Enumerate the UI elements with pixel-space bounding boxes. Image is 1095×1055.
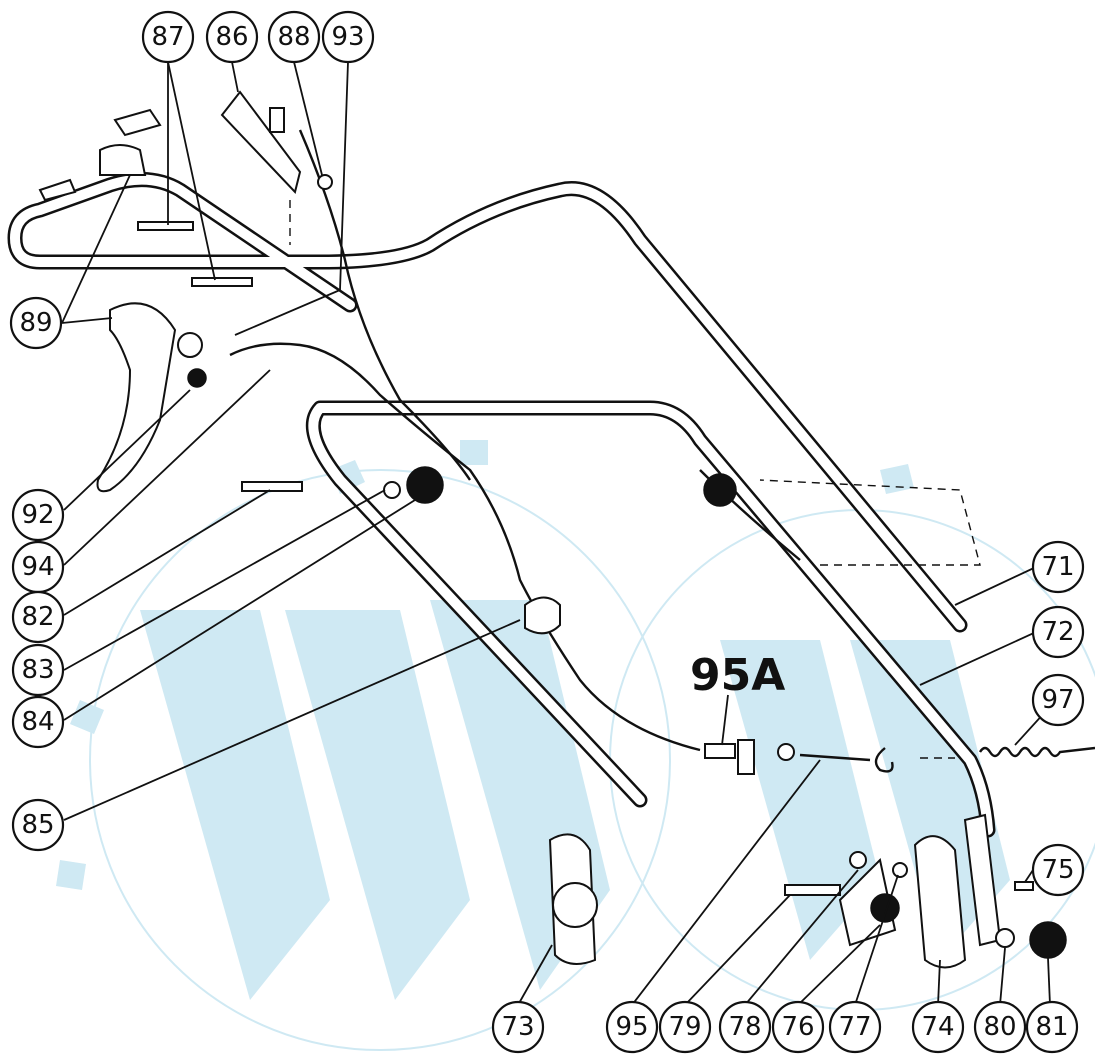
callout-92-label: 92: [21, 500, 54, 530]
callout-83: 83: [11, 643, 65, 697]
washer-80: [995, 928, 1015, 948]
washer-82: [383, 481, 401, 499]
callout-75-label: 75: [1041, 855, 1074, 885]
callout-94-label: 94: [21, 552, 54, 582]
callout-83-label: 83: [21, 655, 54, 685]
bracket-86: [220, 90, 302, 195]
knob-81: [1029, 921, 1067, 959]
callout-94: 94: [11, 540, 65, 594]
cables: [229, 129, 981, 773]
bolt-79: [784, 884, 841, 896]
watermark-stripe-5: [850, 640, 1010, 960]
callout-80-label: 80: [983, 1012, 1016, 1042]
callout-72-label: 72: [1041, 617, 1074, 647]
upper-handle-tube: [7, 172, 968, 633]
callout-81-label: 81: [1035, 1012, 1068, 1042]
callout-81: 81: [1025, 1000, 1079, 1054]
callout-78: 78: [718, 1000, 772, 1054]
callout-86: 86: [205, 10, 259, 64]
bolt-87a: [137, 221, 194, 231]
callout-85-label: 85: [21, 810, 54, 840]
callout-95: 95: [605, 1000, 659, 1054]
adjuster-bracket: [737, 739, 755, 775]
callout-76-label: 76: [781, 1012, 814, 1042]
clamp-89-top: [99, 144, 147, 176]
callout-84-label: 84: [21, 707, 54, 737]
washer-77: [892, 862, 908, 878]
control-dial: [552, 882, 598, 928]
callout-80: 80: [973, 1000, 1027, 1054]
lever-89: [96, 302, 177, 493]
lower-handle-tube: [305, 400, 996, 838]
clamp-cap: [113, 108, 162, 137]
adjuster-nut: [777, 743, 795, 761]
spring-97: [978, 746, 1095, 758]
nut-88: [317, 174, 333, 190]
callout-89: 89: [9, 296, 63, 350]
variant-label-95a: 95A: [690, 650, 785, 701]
bolt-87b: [191, 277, 253, 287]
callout-88: 88: [267, 10, 321, 64]
callout-89-label: 89: [19, 308, 52, 338]
callout-88-label: 88: [277, 22, 310, 52]
screw-92: [187, 368, 207, 388]
bracket-74: [913, 835, 967, 969]
callout-86-label: 86: [215, 22, 248, 52]
watermark-stripe-1: [140, 610, 330, 1000]
callout-75: 75: [1031, 843, 1085, 897]
callout-85: 85: [11, 798, 65, 852]
callout-73-label: 73: [501, 1012, 534, 1042]
callout-92: 92: [11, 488, 65, 542]
callout-77: 77: [828, 1000, 882, 1054]
knob-76: [870, 893, 900, 923]
leader-lines: [61, 61, 1057, 1006]
bolt-94: [241, 481, 303, 492]
nut-78: [849, 851, 867, 869]
knob-upper-right: [703, 473, 737, 507]
callout-97: 97: [1031, 673, 1085, 727]
watermark-ring-left: [89, 469, 671, 1051]
watermark-stripe-2: [285, 610, 470, 1000]
parts: [38, 90, 1095, 969]
callout-79: 79: [658, 1000, 712, 1054]
callout-93: 93: [321, 10, 375, 64]
bracket-tab: [269, 107, 285, 133]
callout-82-label: 82: [21, 602, 54, 632]
callout-71-label: 71: [1041, 552, 1074, 582]
callout-73: 73: [491, 1000, 545, 1054]
callout-87: 87: [141, 10, 195, 64]
screw-75: [1014, 881, 1034, 891]
callout-95-label: 95: [615, 1012, 648, 1042]
callout-77-label: 77: [838, 1012, 871, 1042]
callout-84: 84: [11, 695, 65, 749]
knob-83: [406, 466, 444, 504]
adjuster-95a: [704, 743, 736, 759]
callout-74: 74: [911, 1000, 965, 1054]
callout-93-label: 93: [331, 22, 364, 52]
callout-76: 76: [771, 1000, 825, 1054]
callout-78-label: 78: [728, 1012, 761, 1042]
callout-72: 72: [1031, 605, 1085, 659]
callout-74-label: 74: [921, 1012, 954, 1042]
callout-97-label: 97: [1041, 685, 1074, 715]
pivot-93: [177, 332, 203, 358]
callout-71: 71: [1031, 540, 1085, 594]
callout-87-label: 87: [151, 22, 184, 52]
watermark-stripe-4: [720, 640, 880, 960]
callouts: 87 86 88 93 89 92 94 82 83 84 85 71 72 9…: [9, 10, 1085, 1054]
callout-79-label: 79: [668, 1012, 701, 1042]
callout-82: 82: [11, 590, 65, 644]
cable-clip-85: [524, 596, 561, 635]
decal: [38, 178, 77, 202]
